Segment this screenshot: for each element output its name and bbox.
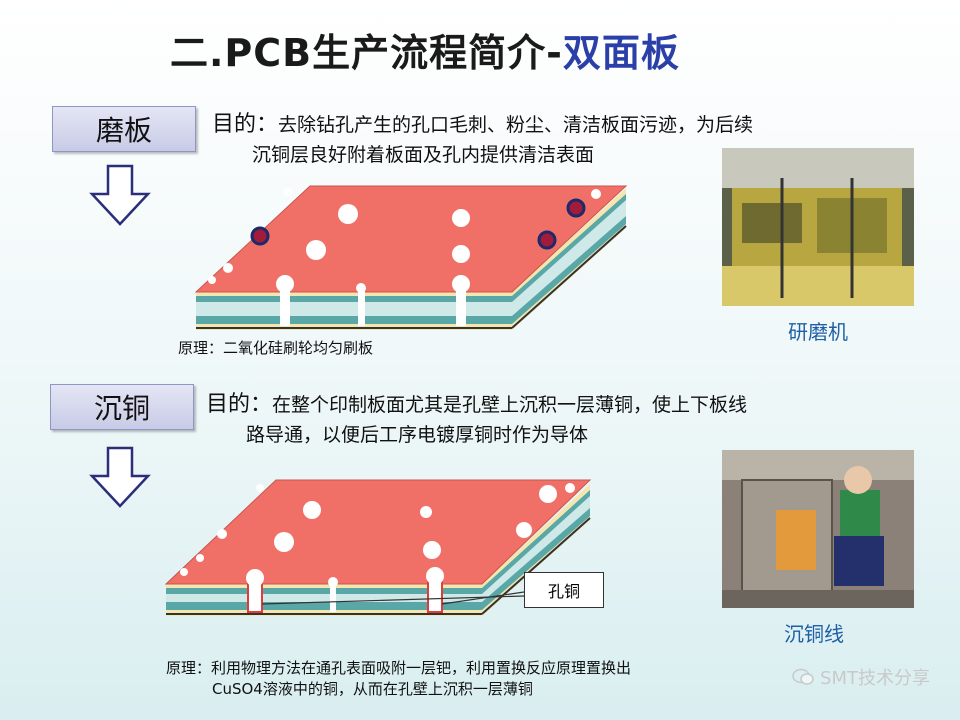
- step-box-grinding: 磨板: [52, 106, 196, 152]
- step-box-copper-deposition: 沉铜: [50, 384, 194, 430]
- chat-bubble-icon: [792, 668, 814, 685]
- down-arrow-icon: [89, 164, 151, 226]
- purpose-text-copper: 目的：在整个印制板面尤其是孔壁上沉积一层薄铜，使上下板线 路导通，以便后工序电镀…: [206, 392, 748, 446]
- down-arrow-icon: [89, 446, 151, 508]
- copper-line-photo: [722, 450, 914, 608]
- photo-caption-grinding: 研磨机: [788, 320, 848, 344]
- principle-text-grinding: 原理：二氧化硅刷轮均匀刷板: [178, 339, 374, 357]
- purpose-text-grinding: 目的：去除钻孔产生的孔口毛刺、粉尘、清洁板面污迹，为后续 沉铜层良好附着板面及孔…: [212, 112, 754, 166]
- grinding-machine-photo: [722, 148, 914, 306]
- board-diagram-copper: [164, 479, 592, 616]
- hole-copper-callout: 孔铜: [524, 572, 604, 608]
- page-title: 二.PCB生产流程简介-双面板: [170, 31, 680, 75]
- photo-caption-copper: 沉铜线: [784, 622, 844, 646]
- board-diagram-grinding: [194, 185, 628, 330]
- principle-text-copper: 原理：利用物理方法在通孔表面吸附一层钯，利用置换反应原理置换出 CuSO4溶液中…: [166, 659, 632, 698]
- watermark: SMT技术分享: [792, 664, 930, 690]
